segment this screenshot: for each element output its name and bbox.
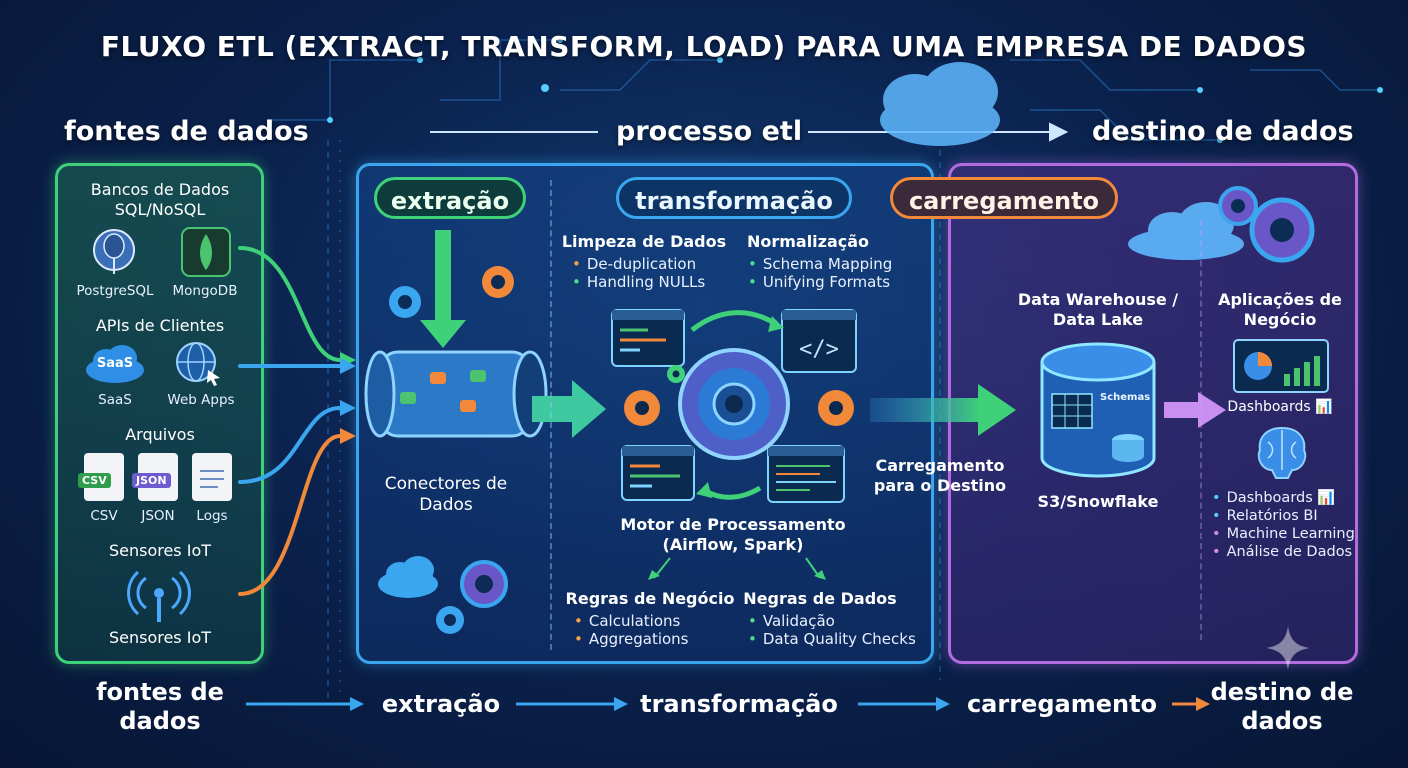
load-destination-label: Carregamento para o Destino [873, 456, 1007, 495]
storage-label: S3/Snowflake [1037, 492, 1159, 511]
extraction-pipe-graphic [364, 230, 606, 438]
apps-item: Análise de Dados [1212, 543, 1355, 561]
svg-text:</>: </> [799, 337, 839, 362]
dashboards-label: Dashboards 📊 [1227, 399, 1333, 415]
header-destination: destino de dados [1092, 116, 1354, 147]
cleaning-item: De-duplication [572, 255, 705, 273]
bottom-step-loading: carregamento [966, 690, 1158, 718]
normalization-item: Unifying Formats [748, 273, 892, 291]
business-rule-item: Aggregations [574, 630, 689, 648]
normalization-title: Normalização [746, 232, 870, 251]
saas-badge: SaaS [96, 356, 134, 371]
extraction-pill: extração [374, 177, 526, 219]
warehouse-title: Data Warehouse / Data Lake [1017, 290, 1179, 329]
postgresql-icon [93, 229, 135, 274]
bottom-step-transformation: transformação [640, 690, 838, 718]
bottom-flow-arrows [246, 697, 1210, 711]
brain-ml-icon [1257, 426, 1307, 479]
iot-label: Sensores IoT [108, 628, 212, 647]
cleaning-title: Limpeza de Dados [561, 232, 727, 251]
saas-label: SaaS [98, 392, 132, 408]
transformation-pill: transformação [616, 177, 852, 219]
csv-label: CSV [90, 508, 118, 524]
processing-engine-graphic: </> [611, 309, 857, 503]
engine-label: Motor de Processamento (Airflow, Spark) [620, 515, 846, 554]
globe-icon [176, 342, 220, 386]
engine-split-arrows [648, 557, 826, 580]
webapps-label: Web Apps [167, 392, 235, 408]
sparkle-icon [1266, 626, 1310, 670]
apps-item: Dashboards 📊 [1212, 489, 1355, 507]
connectors-label: Conectores de Dados [384, 474, 508, 515]
apps-list: Dashboards 📊 Relatórios BI Machine Learn… [1212, 489, 1355, 561]
data-rules-title: Negras de Dados [743, 589, 897, 608]
warehouse-to-apps-arrow [1164, 392, 1226, 428]
json-label: JSON [141, 508, 175, 524]
apps-title: Aplicações de Negócio [1218, 290, 1342, 329]
business-rule-item: Calculations [574, 612, 689, 630]
iot-title: Sensores IoT [108, 541, 212, 560]
divider-extraction [550, 180, 554, 650]
bottom-step-sources: fontes de dados [96, 678, 224, 735]
normalization-list: Schema Mapping Unifying Formats [748, 255, 892, 291]
cleaning-item: Handling NULLs [572, 273, 705, 291]
postgresql-label: PostgreSQL [76, 283, 154, 299]
databases-title: Bancos de Dados SQL/NoSQL [90, 180, 230, 219]
data-rule-item: Data Quality Checks [748, 630, 916, 648]
mongodb-label: MongoDB [172, 283, 238, 299]
extraction-cloud-gears [378, 556, 508, 634]
divider-destination [1200, 220, 1204, 640]
header-sources: fontes de dados [64, 116, 309, 147]
data-rule-item: Validação [748, 612, 916, 630]
dashboard-chart-icon [1233, 339, 1329, 393]
header-process: processo etl [616, 116, 803, 147]
csv-file-icon: CSV [78, 453, 124, 501]
logs-file-icon [192, 453, 232, 501]
data-rules-list: Validação Data Quality Checks [748, 612, 916, 648]
destination-gears-icon [1218, 186, 1315, 263]
bottom-step-destination: destino de dados [1210, 678, 1354, 735]
saas-cloud-icon [86, 345, 144, 383]
normalization-item: Schema Mapping [748, 255, 892, 273]
cleaning-list: De-duplication Handling NULLs [572, 255, 705, 291]
apps-item: Machine Learning [1212, 525, 1355, 543]
diagram-title: FLUXO ETL (EXTRACT, TRANSFORM, LOAD) PAR… [100, 30, 1308, 63]
schemas-label: Schemas [1100, 392, 1151, 403]
logs-label: Logs [196, 508, 228, 524]
top-cloud-icon [880, 62, 1000, 146]
data-warehouse-icon [1040, 342, 1156, 478]
loading-arrow [870, 384, 1016, 436]
apis-title: APIs de Clientes [95, 316, 225, 335]
iot-antenna-icon [127, 570, 191, 622]
files-title: Arquivos [125, 425, 195, 444]
business-rules-list: Calculations Aggregations [574, 612, 689, 648]
loading-pill: carregamento [890, 177, 1118, 219]
destination-cloud-icon [1128, 202, 1244, 260]
json-file-icon: JSON [132, 453, 178, 501]
mongodb-icon [181, 227, 231, 277]
apps-item: Relatórios BI [1212, 507, 1355, 525]
bottom-step-extraction: extração [381, 690, 501, 718]
business-rules-title: Regras de Negócio [565, 589, 735, 608]
